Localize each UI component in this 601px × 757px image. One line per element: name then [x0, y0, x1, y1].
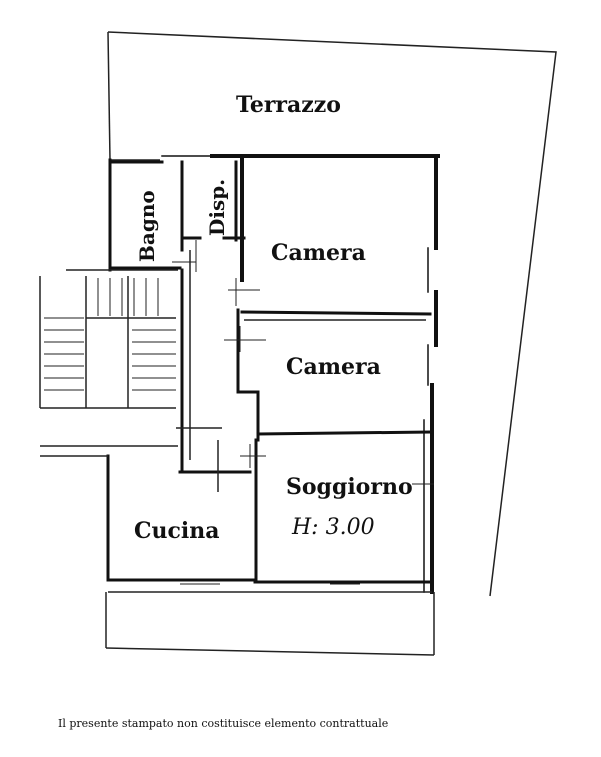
room-label-cucina: Cucina: [134, 518, 220, 544]
ceiling-height-annotation: H: 3.00: [291, 515, 375, 540]
door-markers: [172, 240, 434, 585]
stair-treads-left: [44, 317, 84, 391]
interior-walls: [176, 250, 258, 584]
room-label-camera-1: Camera: [271, 240, 366, 266]
disclaimer-text: Il presente stampato non costituisce ele…: [58, 717, 389, 730]
room-label-terrazzo: Terrazzo: [236, 92, 341, 118]
stair-treads-top: [97, 278, 159, 316]
room-label-soggiorno: Soggiorno: [286, 474, 413, 500]
room-label-disp: Disp.: [205, 179, 229, 236]
room-label-bagno: Bagno: [135, 190, 159, 262]
staircase: [39, 269, 178, 409]
room-label-camera-2: Camera: [286, 354, 381, 380]
terrace-outline: [107, 31, 557, 597]
bathroom-walls: [108, 158, 246, 282]
bedroom-walls: [236, 308, 432, 442]
stair-treads-right: [132, 329, 176, 391]
exterior-walls: [40, 154, 440, 656]
